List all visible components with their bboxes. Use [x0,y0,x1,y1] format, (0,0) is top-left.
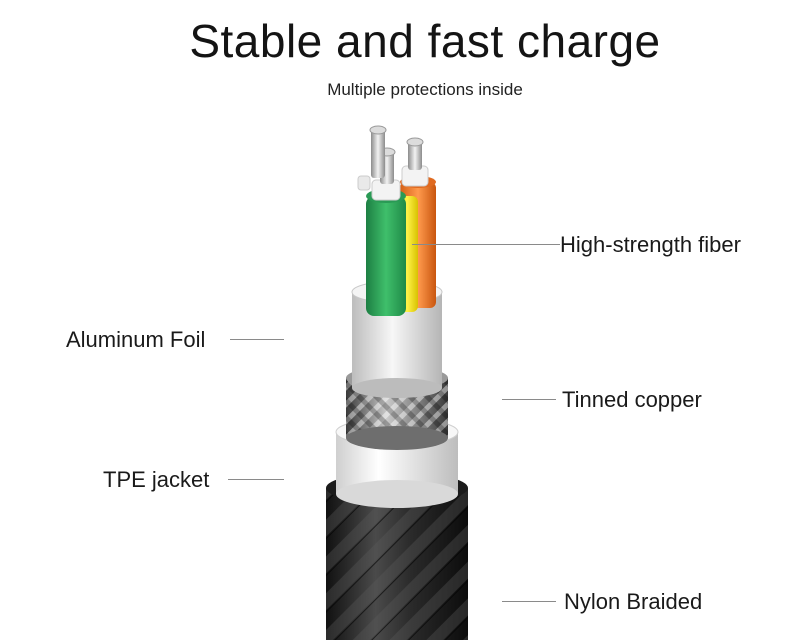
leader-line-fiber [412,244,560,245]
page-title: Stable and fast charge [189,15,661,67]
page-subtitle: Multiple protections inside [327,80,523,99]
leader-line-tinned-copper [502,399,556,400]
label-tinned-copper: Tinned copper [562,387,702,412]
inner-conductors [357,125,436,316]
label-tpe-jacket: TPE jacket [103,467,210,492]
leader-line-tpe-jacket [228,479,284,480]
label-high-strength-fiber: High-strength fiber [560,232,741,257]
label-nylon-braided: Nylon Braided [564,589,703,614]
leader-line-aluminum-foil [230,339,284,340]
label-aluminum-foil: Aluminum Foil [66,327,206,352]
leader-line-nylon-braided [502,601,556,602]
